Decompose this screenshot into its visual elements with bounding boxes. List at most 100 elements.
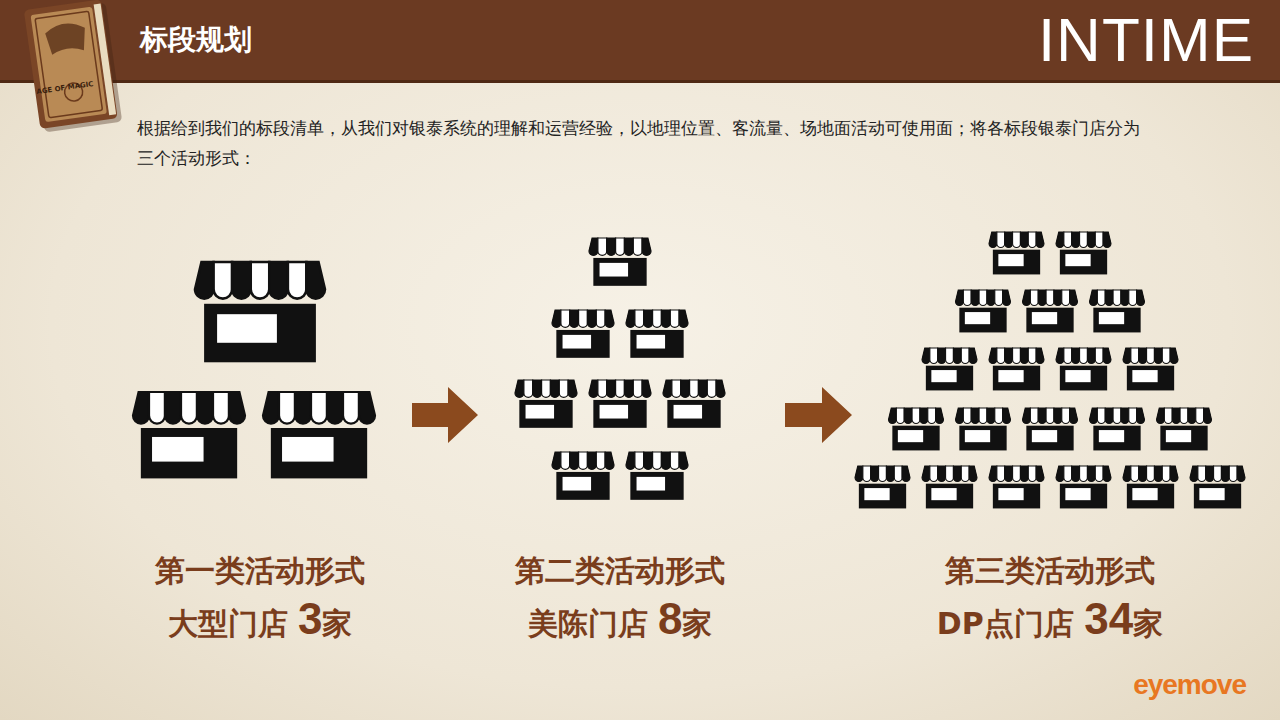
store-icon [195, 262, 325, 362]
store-icon [133, 392, 245, 478]
awning-stripe [1013, 232, 1021, 247]
store-body [271, 428, 367, 478]
awning-stripe [953, 348, 961, 363]
awning-stripe [1105, 290, 1113, 305]
awning-stripe [679, 452, 688, 469]
awning-stripe [570, 310, 579, 327]
awning-stripe [679, 310, 688, 327]
awning-stripe [1095, 232, 1103, 247]
awning-stripe [149, 392, 165, 424]
awning-stripe [989, 232, 997, 247]
awning-stripe [1154, 466, 1162, 481]
store-window [152, 437, 204, 462]
awning-stripe [1023, 290, 1031, 305]
awning-stripe [1103, 232, 1111, 247]
awning-stripe [552, 310, 561, 327]
store-window [965, 430, 990, 442]
awning-stripe [587, 452, 596, 469]
awning-stripe [1064, 466, 1072, 481]
awning-stripe [1123, 348, 1131, 363]
awning-stripe [1170, 466, 1178, 481]
store-body [1127, 366, 1174, 391]
awning-stripe [997, 466, 1005, 481]
awning-stripe [1054, 290, 1062, 305]
store-body [1093, 308, 1140, 333]
awning-stripe [661, 310, 670, 327]
store-count: 大型门店 3家 [130, 592, 390, 651]
awning-stripe [871, 466, 879, 481]
store-window [1032, 430, 1057, 442]
count-text: DP点门店 [937, 606, 1084, 641]
awning-stripe [1162, 348, 1170, 363]
awning-stripe [1154, 348, 1162, 363]
awning-stripe [1229, 466, 1237, 481]
store-window [563, 477, 592, 491]
awning-stripe [961, 466, 969, 481]
awning-stripe [197, 392, 213, 424]
awning-stripe [1062, 408, 1070, 423]
store-icon [1090, 408, 1145, 450]
awning-stripe [1190, 466, 1198, 481]
awning-stripe [698, 380, 707, 397]
awning-stripe [635, 452, 644, 469]
awning-stripe [1095, 348, 1103, 363]
awning-stripe [886, 466, 894, 481]
awning-stripe [579, 310, 588, 327]
awning-stripe [133, 392, 149, 424]
store-window [965, 312, 990, 324]
awning-stripe [561, 310, 570, 327]
awning-stripe [987, 408, 995, 423]
awning-stripe [716, 380, 725, 397]
awning-stripe [306, 262, 325, 299]
awning-stripe [533, 380, 542, 397]
awning-stripe [561, 452, 570, 469]
awning-stripe [1204, 408, 1212, 423]
awning-stripe [1072, 466, 1080, 481]
awning-stripe [552, 452, 561, 469]
store-body [1160, 426, 1207, 451]
store-window [1132, 488, 1157, 500]
awning-stripe [1013, 466, 1021, 481]
awning-stripe [1137, 290, 1145, 305]
awning-stripe [269, 262, 288, 299]
awning-stripe [922, 348, 930, 363]
awning-stripe [930, 348, 938, 363]
awning-stripe [1129, 408, 1137, 423]
store-icon [626, 310, 688, 358]
store-window [998, 370, 1023, 382]
store-window [864, 488, 889, 500]
awning-stripe [1196, 408, 1204, 423]
awning-stripe [1188, 408, 1196, 423]
awning-stripe [1020, 348, 1028, 363]
category-heading: 第一类活动形式 [130, 550, 390, 592]
count-text: 家 [1133, 606, 1163, 641]
awning-stripe [997, 232, 1005, 247]
awning-stripe [1003, 408, 1011, 423]
awning-stripe [1028, 348, 1036, 363]
awning-stripe [568, 380, 577, 397]
awning-stripe [995, 408, 1003, 423]
store-window [931, 488, 956, 500]
store-icon [663, 380, 725, 428]
awning-stripe [1064, 348, 1072, 363]
awning-stripe [1070, 290, 1078, 305]
awning-stripe [1129, 290, 1137, 305]
block-arrow [412, 387, 478, 443]
awning-stripe [1080, 466, 1088, 481]
store-body [593, 258, 646, 286]
awning-stripe [1131, 348, 1139, 363]
awning-stripe [663, 380, 672, 397]
store-icon [1157, 408, 1212, 450]
awning-stripe [616, 380, 625, 397]
awning-stripe [1097, 290, 1105, 305]
store-body [630, 472, 683, 500]
store-icons [852, 230, 1252, 540]
header-bar [0, 0, 1280, 80]
awning-stripe [969, 466, 977, 481]
awning-stripe [633, 380, 642, 397]
agency-logo: eyemove [1133, 668, 1246, 702]
awning-stripe [953, 466, 961, 481]
awning-stripe [1072, 232, 1080, 247]
awning-stripe [596, 452, 605, 469]
awning-stripe [1070, 408, 1078, 423]
